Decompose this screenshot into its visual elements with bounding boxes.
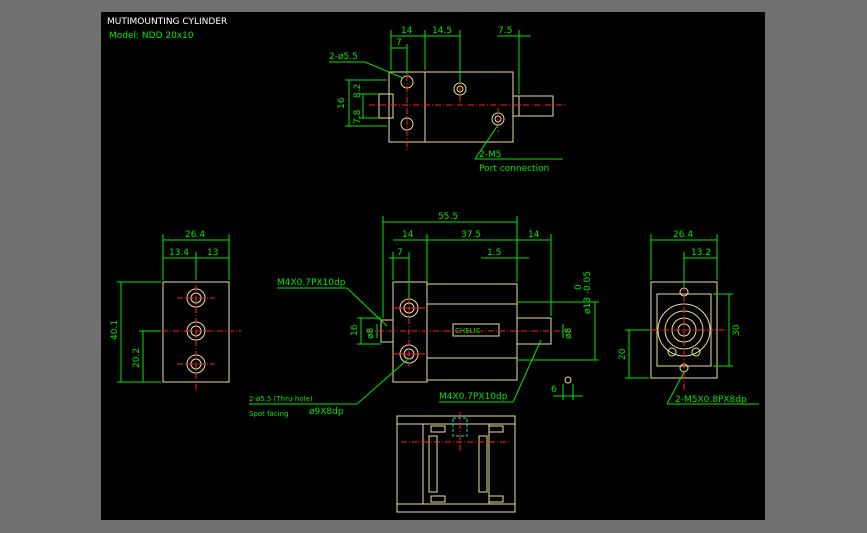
front-spot-size: ø9X8dp — [309, 407, 344, 417]
top-dim-3: 7.5 — [498, 26, 512, 36]
top-vdim-3: 8.2 — [353, 84, 363, 98]
front-thread-right: M4X0.7PX10dp — [439, 392, 508, 402]
front-dim-rod: 14 — [528, 230, 540, 240]
cad-drawing: MUTIMOUNTING CYLINDER Model: NDD 20x10 1… — [107, 17, 759, 513]
left-dim-1: 26.4 — [185, 230, 205, 240]
top-body — [388, 71, 514, 143]
front-thread-left: M4X0.7PX10dp — [277, 278, 346, 288]
front-vdim-d8l: ø8 — [366, 327, 376, 339]
bottom-view — [396, 412, 516, 513]
top-rod-right — [518, 95, 554, 117]
right-dim-2: 13.2 — [691, 248, 711, 258]
front-dim-head: 14 — [402, 230, 414, 240]
right-dim-1: 26.4 — [673, 230, 693, 240]
left-dim-3: 13 — [207, 248, 218, 258]
front-tol-top: 0 — [574, 284, 584, 290]
top-vdim-2: 7.8 — [353, 109, 363, 124]
right-vdim-2: 30 — [732, 324, 742, 336]
right-view: 26.4 13.2 20 30 2-M5X0.8PX8dp — [618, 230, 759, 405]
left-vdim-1: 40.1 — [110, 320, 120, 340]
top-dim-1: 14 — [401, 26, 413, 36]
top-dim-4: 7 — [396, 38, 402, 48]
front-vdim-16: 16 — [350, 324, 360, 336]
top-port-label: 2-M5 — [479, 150, 501, 160]
top-hole-label: 2-ø5.5 — [329, 52, 358, 62]
top-rod-left — [378, 93, 394, 119]
top-vdim-1: 16 — [337, 97, 347, 109]
front-tol: ø13 -0.05 — [583, 271, 593, 314]
bottom-body — [396, 415, 516, 513]
front-rod-dim: 6 — [551, 385, 557, 395]
front-spot-note: Spot facing — [249, 410, 289, 418]
front-dim-barrel: 37.5 — [461, 230, 481, 240]
model-label: Model: NDD 20x10 — [109, 31, 194, 41]
left-vdim-2: 20.2 — [132, 348, 142, 368]
right-vdim-1: 20 — [618, 348, 628, 360]
left-dim-2: 13.4 — [169, 248, 189, 258]
front-dim-1-5: 1.5 — [487, 248, 501, 258]
front-vdim-d8r: ø8 — [564, 327, 574, 339]
front-dim-7: 7 — [397, 248, 403, 258]
front-dim-total: 55.5 — [438, 212, 458, 222]
top-view: 14 14.5 7.5 7 16 7.8 8.2 2-ø5.5 2-M5 Por… — [329, 26, 567, 174]
top-dim-2: 14.5 — [432, 26, 452, 36]
front-hole-note: 2-ø5.5 (Thru-hole) — [249, 395, 313, 403]
drawing-sheet: MUTIMOUNTING CYLINDER Model: NDD 20x10 1… — [101, 12, 765, 520]
top-port-note: Port connection — [479, 164, 549, 174]
front-head — [392, 281, 428, 383]
drawing-title: MUTIMOUNTING CYLINDER — [107, 17, 227, 27]
left-view: 26.4 13.4 13 40.1 20.2 — [110, 230, 241, 390]
front-view: CHELIC 55.5 14 37.5 14 7 1.5 16 ø8 ø8 — [249, 212, 599, 418]
right-thread-label: 2-M5X0.8PX8dp — [675, 395, 747, 405]
